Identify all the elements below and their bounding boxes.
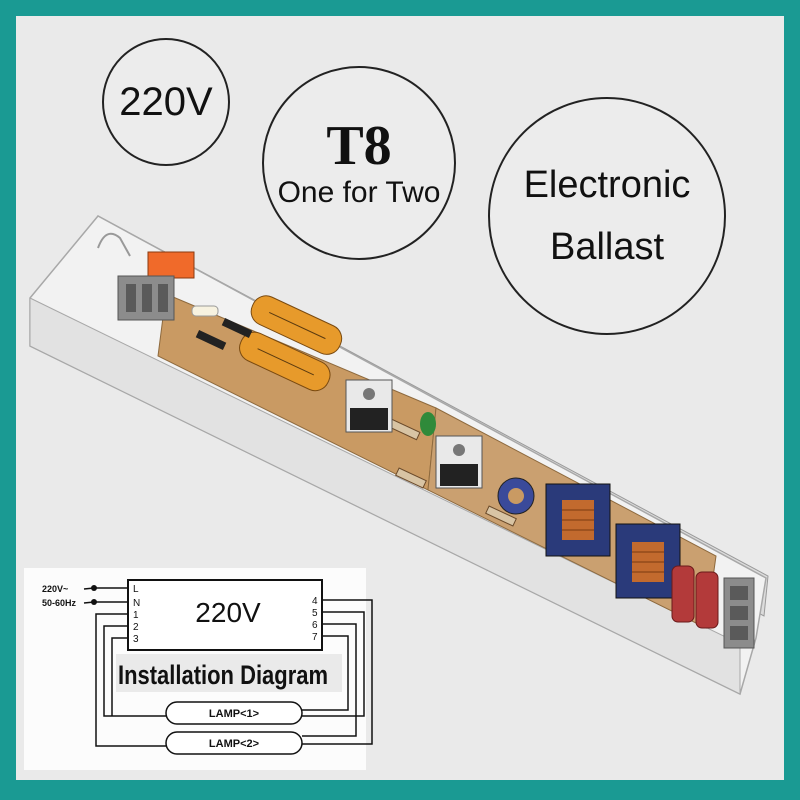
terminal-6: 6 xyxy=(312,620,318,631)
transistor-1 xyxy=(345,379,393,433)
diagram-title: Installation Diagram xyxy=(118,660,328,690)
toroid-coil xyxy=(497,477,535,515)
lamp-1 xyxy=(165,701,303,725)
ballast-box xyxy=(127,579,323,651)
installation-diagram: 220V~ 50-60Hz 220V L N 1 2 3 4 5 6 7 xyxy=(24,568,373,770)
terminal-2: 2 xyxy=(133,622,139,633)
wiring xyxy=(95,599,373,747)
lamp-config-text: One for Two xyxy=(277,176,441,209)
terminal-1: 1 xyxy=(133,610,139,621)
input-connector-orange xyxy=(147,251,195,279)
terminal-N: N xyxy=(133,598,140,609)
capacitor-1 xyxy=(250,295,343,355)
transistor-2 xyxy=(435,435,483,489)
lamp-2-label: LAMP<2> xyxy=(209,738,259,750)
voltage-badge: 220V xyxy=(102,38,230,166)
device-line2: Ballast xyxy=(549,226,665,268)
device-type-badge: Electronic Ballast xyxy=(488,97,726,335)
tube-type-text: T8 xyxy=(326,115,392,177)
capacitor-2 xyxy=(239,331,331,392)
terminal-4: 4 xyxy=(312,596,318,607)
voltage-text: 220V xyxy=(119,79,213,124)
film-capacitor-2 xyxy=(695,571,719,629)
housing-notch xyxy=(97,232,131,257)
box-voltage: 220V xyxy=(195,597,261,628)
input-label-voltage: 220V~ xyxy=(42,584,68,594)
terminal-L: L xyxy=(133,584,139,595)
transformer-2 xyxy=(615,523,681,599)
fuse xyxy=(191,305,219,317)
lamp-1-label: LAMP<1> xyxy=(209,708,259,720)
ballast-photo xyxy=(29,215,769,696)
input-label-frequency: 50-60Hz xyxy=(42,598,77,608)
housing-front-lip xyxy=(29,297,741,695)
tube-type-badge: T8 One for Two xyxy=(262,66,456,260)
transformer-1 xyxy=(545,483,611,557)
film-capacitor-1 xyxy=(671,565,695,623)
terminal-7: 7 xyxy=(312,632,318,643)
device-line1: Electronic xyxy=(523,164,691,206)
lamp-2 xyxy=(165,731,303,755)
product-image-frame: 220V T8 One for Two Electronic Ballast 2… xyxy=(16,16,784,780)
terminal-5: 5 xyxy=(312,608,318,619)
output-connector xyxy=(723,577,755,649)
terminal-3: 3 xyxy=(133,634,139,645)
small-capacitor-green xyxy=(420,412,436,436)
